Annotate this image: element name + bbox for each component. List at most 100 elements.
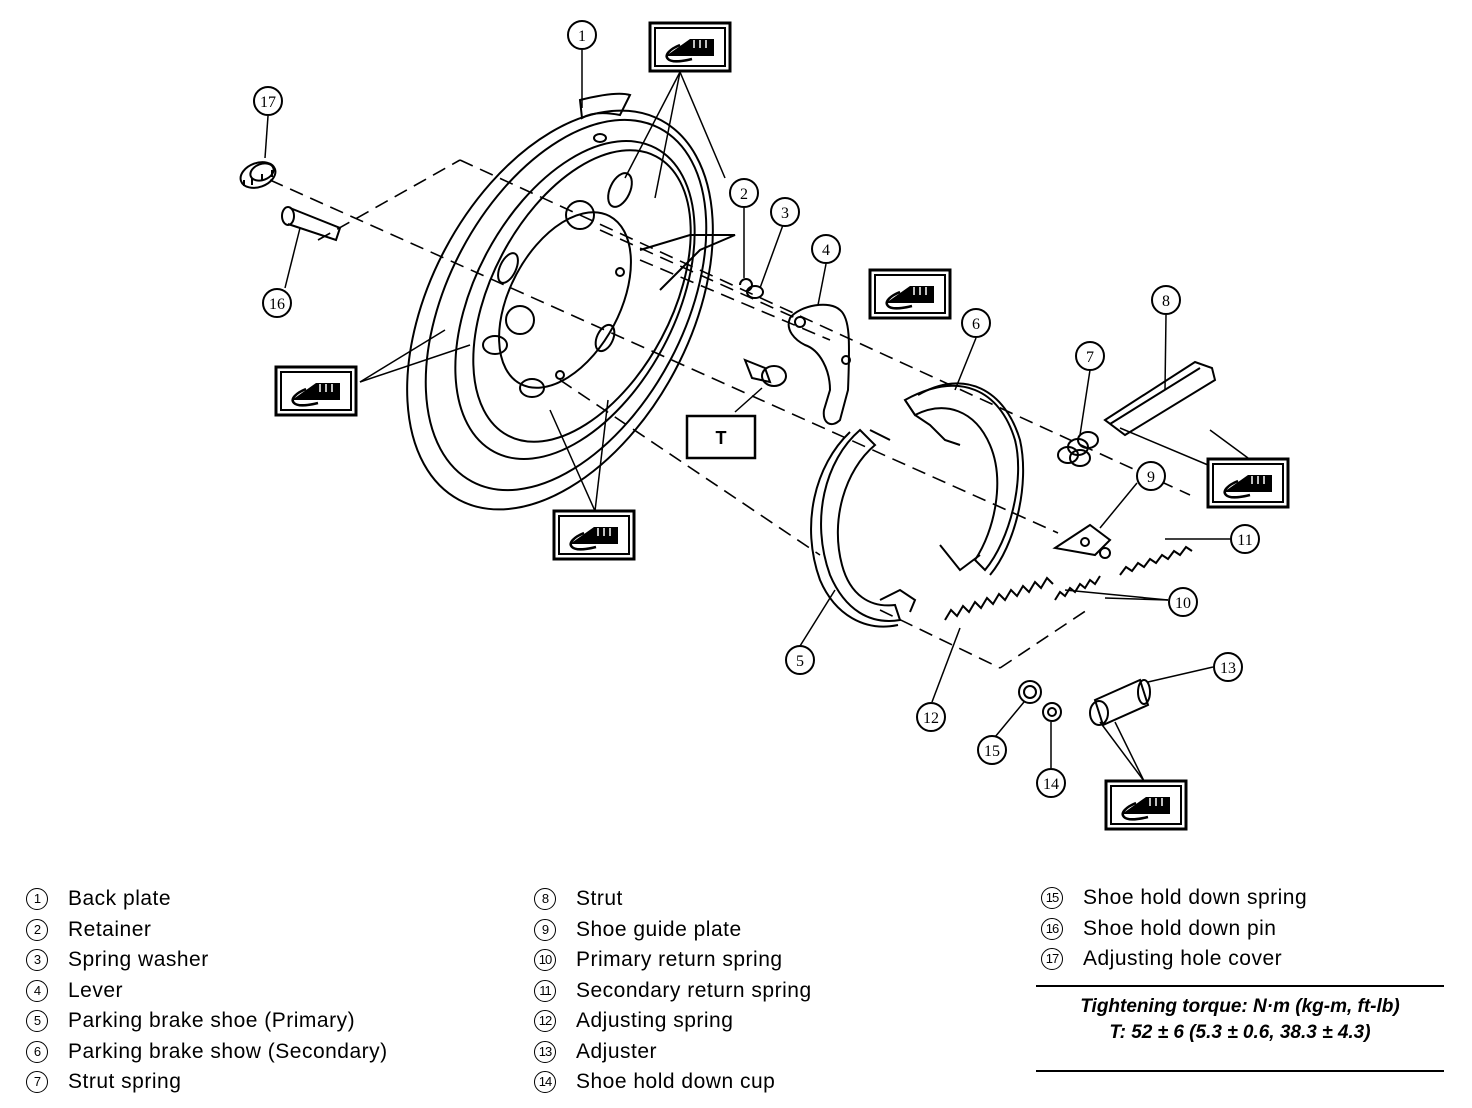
exploded-diagram: T 1 2 3 4 <box>239 20 1290 831</box>
svg-text:2: 2 <box>740 186 748 203</box>
bolt <box>743 358 787 387</box>
legend-item: 7 Strut spring <box>26 1067 388 1098</box>
callout-17: 17 <box>253 86 283 116</box>
svg-text:11: 11 <box>1237 532 1252 549</box>
svg-text:8: 8 <box>1162 293 1170 310</box>
legend-label: Parking brake shoe (Primary) <box>68 1009 356 1033</box>
legend-item: 9 Shoe guide plate <box>534 915 812 946</box>
legend-label: Adjuster <box>576 1039 658 1063</box>
torque-marker: T <box>685 414 757 460</box>
svg-text:7: 7 <box>1086 349 1094 366</box>
legend-number: 14 <box>534 1071 556 1094</box>
svg-text:9: 9 <box>1147 469 1155 486</box>
legend-number: 15 <box>1041 887 1063 910</box>
torque-spec: Tightening torque: N·m (kg-m, ft-lb) T: … <box>1036 985 1444 1072</box>
svg-text:17: 17 <box>260 94 276 111</box>
shoe-hold-down-cup <box>1042 702 1062 722</box>
legend-number: 16 <box>1041 917 1063 940</box>
legend-label: Shoe guide plate <box>576 917 742 941</box>
legend-number: 6 <box>26 1040 48 1063</box>
legend-label: Shoe hold down pin <box>1083 916 1277 940</box>
grease-icon <box>274 365 358 417</box>
grease-icon <box>552 509 636 561</box>
legend-label: Strut spring <box>68 1070 182 1094</box>
lever <box>787 303 851 426</box>
assembly-lines <box>269 159 1191 669</box>
retainer <box>739 278 753 292</box>
shoe-guide-plate <box>1052 523 1112 559</box>
callout-1: 1 <box>567 20 597 50</box>
svg-text:15: 15 <box>984 743 1000 760</box>
callout-12: 12 <box>916 702 946 732</box>
svg-text:16: 16 <box>269 296 285 313</box>
legend-label: Adjusting spring <box>576 1009 734 1033</box>
legend-label: Parking brake show (Secondary) <box>68 1039 388 1063</box>
parking-brake-shoe-secondary <box>903 382 1025 576</box>
callout-4: 4 <box>811 234 841 264</box>
legend-item: 3 Spring washer <box>26 945 388 976</box>
legend-item: 6 Parking brake show (Secondary) <box>26 1037 388 1068</box>
legend-number: 10 <box>534 949 556 972</box>
svg-text:1: 1 <box>578 28 586 45</box>
shoe-hold-down-spring <box>1018 680 1042 704</box>
adjusting-spring <box>944 576 1054 621</box>
legend-label: Back plate <box>68 887 172 911</box>
adjuster <box>1089 678 1151 727</box>
secondary-return-spring <box>1119 545 1193 576</box>
callout-5: 5 <box>785 645 815 675</box>
svg-text:3: 3 <box>781 205 789 222</box>
legend-item: 16 Shoe hold down pin <box>1041 914 1307 945</box>
grease-icon <box>648 21 732 73</box>
legend-number: 5 <box>26 1010 48 1033</box>
callouts: 1 2 3 4 5 6 7 8 9 10 11 12 13 14 15 16 1… <box>253 20 1260 798</box>
adjusting-hole-cover <box>239 161 277 189</box>
callout-2: 2 <box>729 178 759 208</box>
callout-6: 6 <box>961 308 991 338</box>
legend-item: 1 Back plate <box>26 884 388 915</box>
legend-number: 13 <box>534 1040 556 1063</box>
strut-spring <box>1057 431 1099 467</box>
callout-9: 9 <box>1136 461 1166 491</box>
legend-number: 12 <box>534 1010 556 1033</box>
svg-text:12: 12 <box>923 710 939 727</box>
legend-item: 17 Adjusting hole cover <box>1041 944 1307 975</box>
legend-number: 9 <box>534 918 556 941</box>
legend-number: 11 <box>534 979 556 1002</box>
legend-number: 7 <box>26 1071 48 1094</box>
svg-text:6: 6 <box>972 316 980 333</box>
grease-icon <box>1206 457 1290 509</box>
legend-label: Adjusting hole cover <box>1083 947 1283 971</box>
grease-icon <box>868 268 952 320</box>
callout-14: 14 <box>1036 768 1066 798</box>
torque-value: T: 52 ± 6 (5.3 ± 0.6, 38.3 ± 4.3) <box>1109 1022 1371 1043</box>
leader-lines <box>264 50 1249 782</box>
legend-label: Spring washer <box>68 948 209 972</box>
legend-item: 11 Secondary return spring <box>534 976 812 1007</box>
torque-heading: Tightening torque: N·m (kg-m, ft-lb) <box>1080 996 1400 1017</box>
legend-number: 8 <box>534 888 556 911</box>
legend-number: 3 <box>26 949 48 972</box>
legend-label: Secondary return spring <box>576 978 812 1002</box>
legend-number: 1 <box>26 888 48 911</box>
svg-text:14: 14 <box>1043 776 1059 793</box>
legend-item: 12 Adjusting spring <box>534 1006 812 1037</box>
svg-text:10: 10 <box>1175 595 1191 612</box>
legend-item: 13 Adjuster <box>534 1037 812 1068</box>
svg-text:T: T <box>716 428 727 448</box>
callout-16: 16 <box>262 288 292 318</box>
grease-icon <box>1104 779 1188 831</box>
callout-3: 3 <box>770 197 800 227</box>
strut <box>1103 360 1217 437</box>
callout-13: 13 <box>1213 652 1243 682</box>
parking-brake-shoe-primary <box>810 428 917 628</box>
legend-label: Shoe hold down spring <box>1083 886 1308 910</box>
svg-text:5: 5 <box>796 653 804 670</box>
legend-number: 17 <box>1041 948 1063 971</box>
legend-column-3: 15 Shoe hold down spring 16 Shoe hold down… <box>1041 883 1307 975</box>
